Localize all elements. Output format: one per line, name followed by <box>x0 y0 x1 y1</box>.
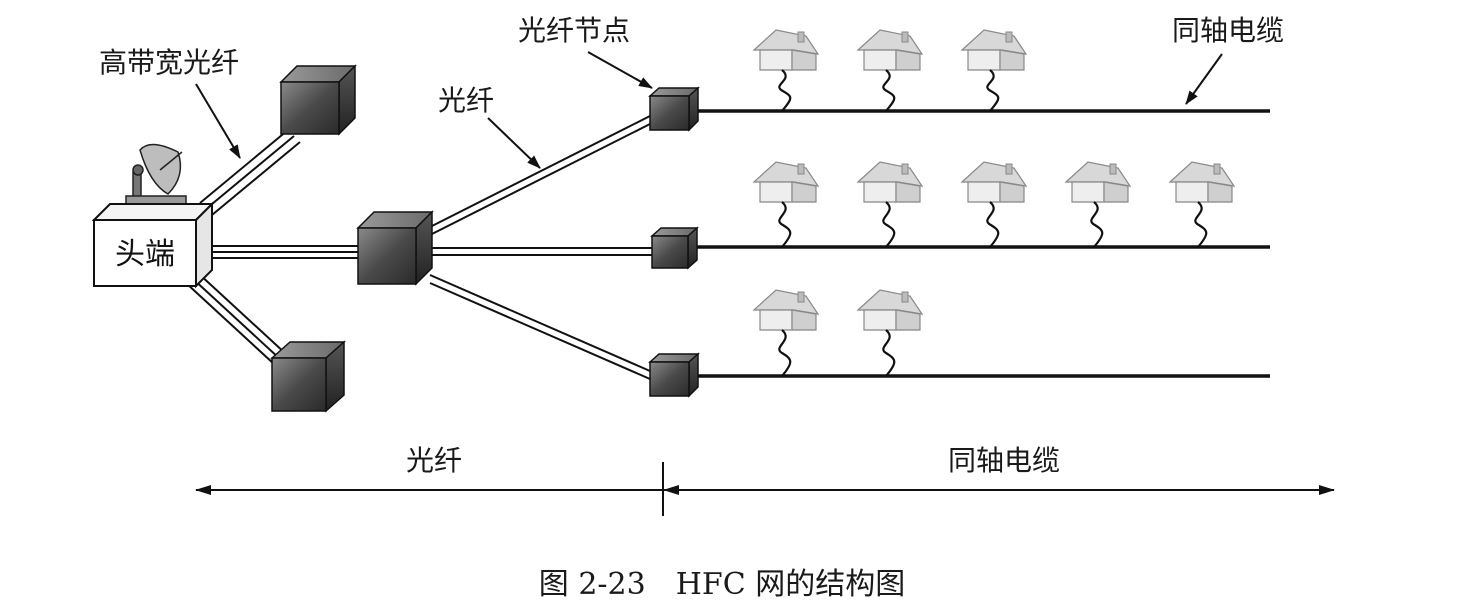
drop-cable <box>1090 201 1104 248</box>
fiber-links <box>185 115 652 380</box>
fiber-link-middle <box>212 245 360 259</box>
pointer-high-bandwidth-fiber <box>195 83 241 159</box>
fiber-node-1 <box>648 86 700 132</box>
house-icon <box>960 161 1028 203</box>
pointer-lines <box>195 51 1223 169</box>
coax-lines <box>697 109 1270 378</box>
fiber-link-upper <box>199 129 301 216</box>
drop-cable <box>986 201 1000 248</box>
headend-label: 头端 <box>115 237 175 272</box>
headend: 头端 <box>91 143 215 289</box>
span-arrows <box>195 462 1335 516</box>
label-coax-span: 同轴电缆 <box>948 444 1060 477</box>
fiber-node-2 <box>650 226 699 270</box>
figure-caption: 图 2-23 HFC 网的结构图 <box>539 567 905 602</box>
label-fiber-span: 光纤 <box>406 444 462 477</box>
drop-cable <box>882 201 896 248</box>
houses <box>752 29 1236 377</box>
label-high-bandwidth-fiber: 高带宽光纤 <box>99 46 239 79</box>
drop-cable <box>778 329 792 377</box>
house-icon <box>1168 161 1236 203</box>
label-fiber-node: 光纤节点 <box>518 14 630 47</box>
drop-cable <box>882 69 896 112</box>
label-coax-top: 同轴电缆 <box>1172 14 1284 47</box>
house-icon <box>960 29 1028 71</box>
fiber-link-node-3 <box>429 274 651 380</box>
fiber-link-node-1 <box>429 115 651 236</box>
house-icon <box>856 161 924 203</box>
fiber-link-lower <box>185 272 287 365</box>
fiber-link-node-2 <box>430 247 652 256</box>
headend-box <box>93 219 197 287</box>
drop-cable <box>1194 201 1208 248</box>
pointer-fiber-branch <box>487 117 541 169</box>
house-icon <box>1064 161 1132 203</box>
fiber-node-3 <box>648 352 700 398</box>
satellite-dish-icon <box>125 143 187 207</box>
drop-cable <box>778 69 792 112</box>
drop-cable <box>986 69 1000 112</box>
pointer-coax <box>1185 53 1223 105</box>
house-icon <box>752 289 820 331</box>
house-icon <box>856 289 924 331</box>
house-icon <box>856 29 924 71</box>
fiber-hub-box <box>356 210 434 286</box>
drop-cable <box>882 329 896 377</box>
distribution-box-lower <box>270 340 346 413</box>
house-icon <box>752 29 820 71</box>
pointer-fiber-node <box>587 51 653 89</box>
label-fiber-branch: 光纤 <box>438 84 494 117</box>
drop-cable <box>778 201 792 248</box>
house-icon <box>752 161 820 203</box>
distribution-box-upper <box>279 64 357 136</box>
